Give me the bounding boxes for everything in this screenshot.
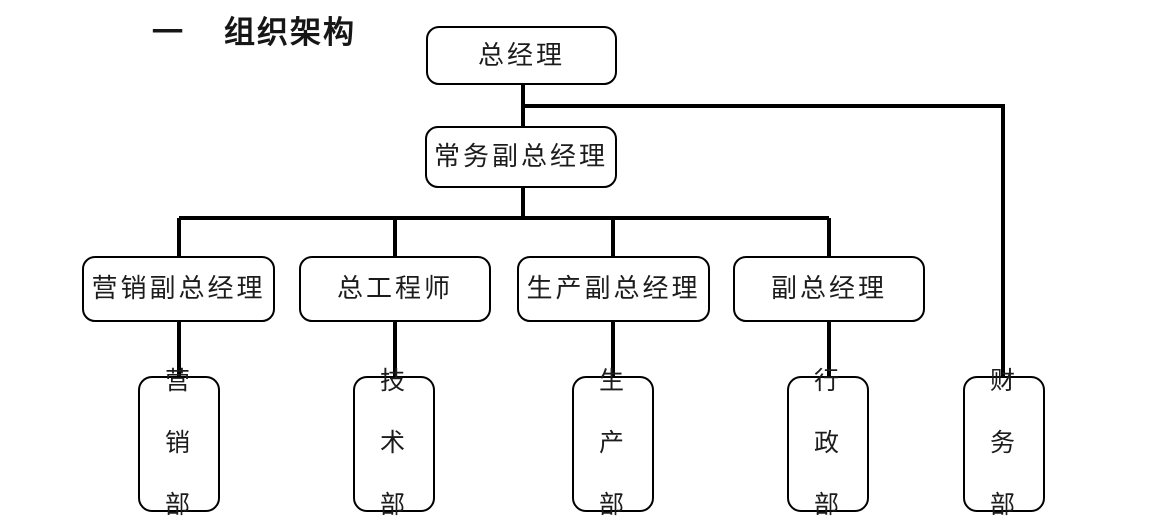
node-marketing-deputy-general-manager[interactable]: 营销副总经理 (82, 256, 275, 322)
node-label: 营销副总经理 (91, 274, 266, 303)
node-label: 财务部 (989, 368, 1018, 518)
node-label: 副总经理 (770, 274, 887, 303)
node-administration-department[interactable]: 行政部 (787, 368, 869, 518)
node-label: 总工程师 (336, 274, 453, 303)
node-label: 总经理 (477, 40, 565, 70)
node-label: 生产部 (598, 368, 627, 518)
node-production-department[interactable]: 生产部 (572, 368, 654, 518)
node-label: 生产副总经理 (526, 274, 701, 303)
node-production-deputy-general-manager[interactable]: 生产副总经理 (517, 256, 710, 322)
page-title: 一 组织架构 (152, 15, 356, 50)
node-label: 技术部 (379, 368, 408, 518)
node-marketing-department[interactable]: 营销部 (138, 368, 220, 518)
node-chief-engineer[interactable]: 总工程师 (299, 256, 491, 322)
node-finance-department[interactable]: 财务部 (963, 368, 1045, 518)
node-label: 营销部 (164, 368, 193, 518)
node-deputy-general-manager[interactable]: 副总经理 (733, 256, 925, 322)
node-technology-department[interactable]: 技术部 (353, 368, 435, 518)
node-label: 常务副总经理 (433, 142, 608, 171)
node-executive-deputy-general-manager[interactable]: 常务副总经理 (425, 126, 617, 188)
node-general-manager[interactable]: 总经理 (426, 26, 617, 85)
node-label: 行政部 (813, 368, 842, 518)
